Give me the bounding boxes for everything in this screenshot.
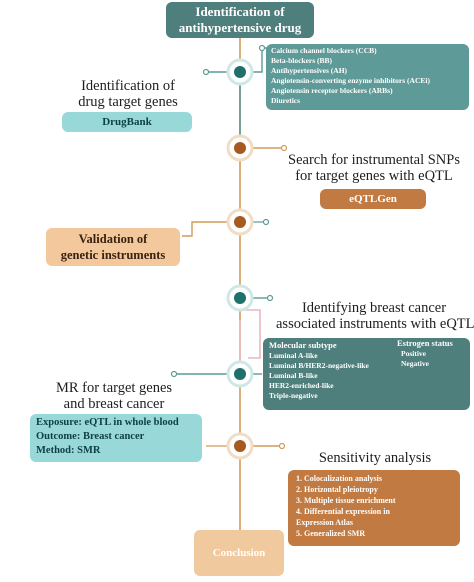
subtype-item: Luminal A-like	[269, 351, 318, 360]
estrogen-item: Positive	[401, 349, 426, 358]
timeline-node-6	[226, 432, 254, 460]
subtype-item: Luminal B/HER2-negative-like	[269, 361, 369, 370]
header-line1: Identification of	[195, 4, 285, 19]
snp-search-title: Search for instrumental SNPs for target …	[288, 152, 460, 184]
mr-method: Method: SMR	[36, 445, 101, 456]
estrogen-status-column: Estrogen status Positive Negative	[397, 338, 469, 369]
drug-class-item: Beta-blockers (BB)	[271, 56, 333, 65]
sensitivity-item: Expression Atlas	[296, 518, 353, 527]
subtype-item: Luminal B-like	[269, 371, 318, 380]
validation-box: Validation of genetic instruments	[46, 228, 180, 266]
sensitivity-box: 1. Colocalization analysis 2. Horizontal…	[288, 470, 460, 546]
sensitivity-item: 4. Differential expression in	[296, 507, 390, 516]
sensitivity-item: 5. Generalized SMR	[296, 529, 366, 538]
target-genes-title: Identification of drug target genes	[78, 78, 178, 110]
eqtlgen-tag: eQTLGen	[320, 189, 426, 209]
timeline-node-4	[226, 284, 254, 312]
mr-exposure: Exposure: eQTL in whole blood	[36, 417, 179, 428]
connector-node3-validation	[182, 221, 228, 237]
mr-title: MR for target genes and breast cancer	[55, 380, 173, 412]
breast-cancer-box: Molecular subtype Luminal A-like Luminal…	[263, 338, 470, 410]
drug-class-item: Angiotensin receptor blockers (ARBs)	[271, 86, 393, 95]
sensitivity-title: Sensitivity analysis	[318, 450, 432, 466]
drugbank-tag: DrugBank	[62, 112, 192, 132]
conclusion-box: Conclusion	[194, 530, 284, 576]
drug-class-item: Angiotensin-converting enzyme inhibitors…	[271, 76, 430, 85]
estrogen-header: Estrogen status	[397, 338, 453, 348]
subtype-item: Triple-negative	[269, 391, 318, 400]
header-line2: antihypertensive drug	[178, 20, 302, 35]
sensitivity-item: 1. Colocalization analysis	[296, 474, 383, 483]
timeline-node-5	[226, 360, 254, 388]
timeline-node-2	[226, 134, 254, 162]
drug-class-item: Antihypertensives (AH)	[271, 66, 348, 75]
estrogen-item: Negative	[401, 359, 429, 368]
timeline-node-3	[226, 208, 254, 236]
drug-classes-box: Calcium channel blockers (CCB) Beta-bloc…	[266, 44, 469, 110]
subtype-header: Molecular subtype	[269, 340, 337, 350]
sensitivity-item: 2. Horizontal pleiotropy	[296, 485, 378, 494]
subtype-item: HER2-enriched-like	[269, 381, 334, 390]
drug-class-item: Diuretics	[271, 96, 301, 105]
sensitivity-item: 3. Multiple tissue enrichment	[296, 496, 396, 505]
drug-class-item: Calcium channel blockers (CCB)	[271, 46, 377, 55]
mr-outcome: Outcome: Breast cancer	[36, 431, 145, 442]
header-box: Identification of antihypertensive drug	[166, 2, 314, 38]
molecular-subtype-column: Molecular subtype Luminal A-like Luminal…	[269, 340, 399, 401]
breast-cancer-title: Identifying breast cancer associated ins…	[276, 300, 474, 332]
mr-details-box: Exposure: eQTL in whole blood Outcome: B…	[30, 414, 202, 462]
timeline-node-1	[226, 58, 254, 86]
